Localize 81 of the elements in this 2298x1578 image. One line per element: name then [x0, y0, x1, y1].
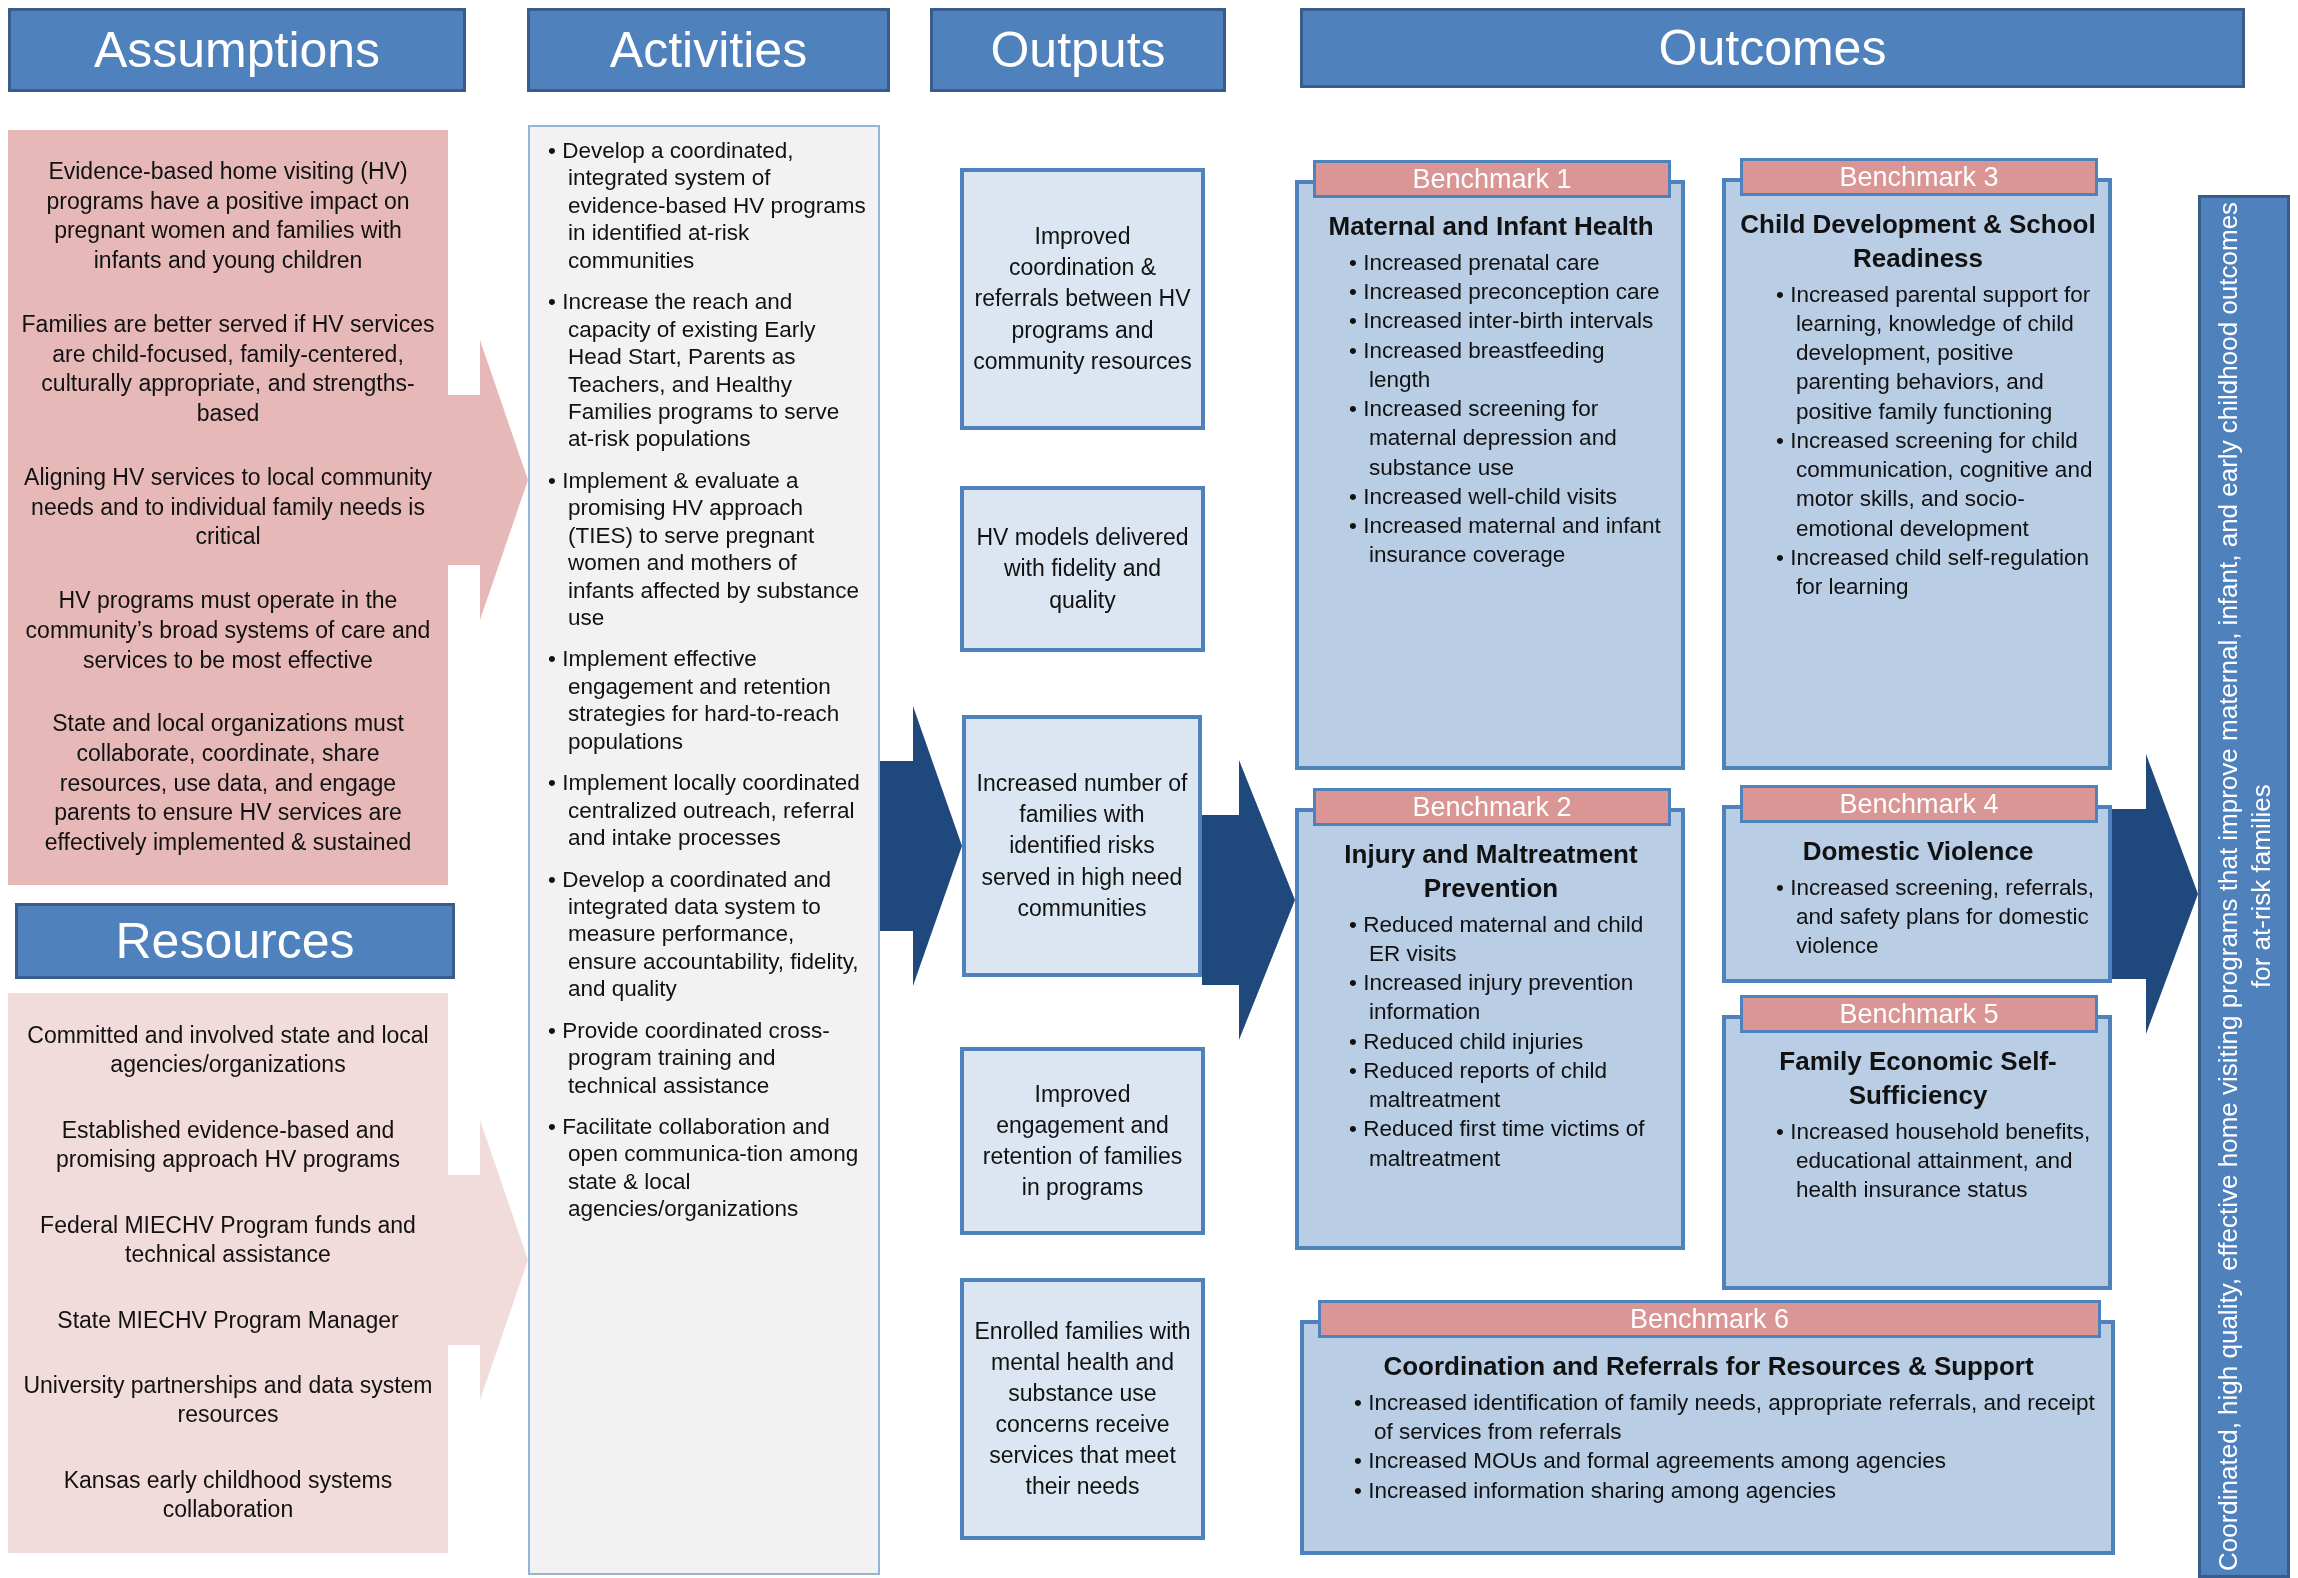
activities-panel	[528, 125, 880, 1575]
card-title: Domestic Violence	[1801, 835, 2035, 868]
block-arrow	[448, 1120, 528, 1400]
bullet-item: • Increased identification of family needs, appropriate referrals, and receipt of services from referrals	[1353, 1388, 2096, 1447]
output-text: HV models delivered with fidelity and quality	[975, 523, 1190, 615]
card-title: Coordination and Referrals for Resources & Support	[1382, 1350, 2035, 1383]
bullet-item: • Increased screening, referrals, and safety plans for domestic violence	[1775, 873, 2096, 961]
text-panel	[8, 130, 448, 885]
output-box	[960, 486, 1205, 652]
output-text: Increased number of families with identified risks served in high need communities	[975, 769, 1189, 923]
bullet-item: • Reduced child injuries	[1348, 1027, 1585, 1056]
bullet-item: • Implement effective engagement and retention strategies for hard-to-reach populations	[547, 645, 841, 756]
benchmark-tab: Benchmark 5	[1740, 995, 2098, 1033]
bullet-item: • Increased prenatal care	[1348, 248, 1601, 277]
bullet-item: • Increased information sharing among agencies	[1353, 1476, 1837, 1505]
goal-text: Coordinated, high quality, effective home visiting programs that improve maternal, infant, and early childhood outcomes for at-risk families	[2211, 200, 2276, 1574]
header-text: Resources	[115, 912, 355, 970]
paragraph: State MIECHV Program Manager	[56, 1305, 400, 1335]
output-text: Enrolled families with mental health and substance use concerns receive services that meet their needs	[973, 1316, 1192, 1502]
output-box	[960, 168, 1205, 430]
text-panel	[8, 993, 448, 1553]
output-text: Improved engagement and retention of families in programs	[981, 1079, 1184, 1203]
benchmark-tab: Benchmark 3	[1740, 158, 2098, 196]
header-text: Assumptions	[93, 21, 381, 79]
bullet-item: • Increased well-child visits	[1348, 482, 1618, 511]
bullet-item: • Increased inter-birth intervals	[1348, 307, 1655, 336]
output-box	[962, 715, 1202, 977]
paragraph: University partnerships and data system resources	[22, 1370, 434, 1430]
bullet-item: • Provide coordinated cross-program training and technical assistance	[547, 1016, 831, 1099]
header-text: Outcomes	[1658, 19, 1887, 77]
benchmark-tab: Benchmark 1	[1313, 160, 1671, 198]
bullet-item: • Increased injury prevention information	[1348, 969, 1635, 1027]
output-box	[960, 1047, 1205, 1235]
card-title: Child Development & School Readiness	[1739, 208, 2097, 275]
output-box	[960, 1278, 1205, 1540]
bullet-item: • Increased household benefits, educational attainment, and health insurance status	[1775, 1117, 2092, 1205]
column-header	[1300, 8, 2245, 88]
header-text: Activities	[609, 21, 808, 79]
paragraph: Federal MIECHV Program funds and technical assistance	[39, 1210, 417, 1270]
block-arrow	[448, 340, 528, 620]
benchmark-tab: Benchmark 4	[1740, 785, 2098, 823]
block-arrow	[880, 706, 962, 986]
bullet-item: • Increased screening for child communication, cognitive and motor skills, and socio-emotional development	[1775, 426, 2094, 543]
block-arrow	[2112, 754, 2198, 1034]
bullet-item: • Implement & evaluate a promising HV approach (TIES) to serve pregnant women and mothers of infants affected by substance use	[547, 466, 861, 632]
header-text: Outputs	[990, 21, 1166, 79]
benchmark-tab: Benchmark 6	[1318, 1300, 2101, 1338]
bullet-item: • Increase the reach and capacity of existing Early Head Start, Parents as Teachers, and Healthy Families programs to serve at-risk populations	[547, 288, 841, 453]
column-header	[8, 8, 466, 92]
bullet-item: • Develop a coordinated and integrated data system to measure performance, ensure accountability, fidelity, and quality	[547, 865, 860, 1003]
paragraph: Kansas early childhood systems collaboration	[62, 1465, 394, 1525]
paragraph: Committed and involved state and local agencies/organizations	[26, 1020, 430, 1080]
goal-banner	[2198, 195, 2290, 1578]
bullet-item: • Increased MOUs and formal agreements among agencies	[1353, 1447, 1947, 1476]
bullet-item: • Increased screening for maternal depression and substance use	[1348, 395, 1618, 482]
bullet-item: • Increased maternal and infant insurance coverage	[1348, 512, 1662, 570]
bullet-item: • Reduced maternal and child ER visits	[1348, 910, 1645, 968]
paragraph: HV programs must operate in the community’s broad systems of care and services to be most effective	[24, 585, 432, 675]
paragraph: Families are better served if HV services are child-focused, family-centered, culturally appropriate, and strengths-based	[20, 309, 436, 429]
card-title: Injury and Maltreatment Prevention	[1343, 838, 1639, 905]
paragraph: Evidence-based home visiting (HV) programs have a positive impact on pregnant women and families with infants and young children	[45, 156, 411, 276]
paragraph: State and local organizations must collaborate, coordinate, share resources, use data, and engage parents to ensure HV services are effectively implemented & sustained	[43, 708, 413, 858]
output-text: Improved coordination & referrals between HV programs and community resources	[972, 222, 1193, 376]
card-title: Maternal and Infant Health	[1327, 210, 1655, 243]
bullet-item: • Increased breastfeeding length	[1348, 336, 1606, 394]
paragraph: Established evidence-based and promising approach HV programs	[55, 1115, 401, 1175]
benchmark-tab: Benchmark 2	[1313, 788, 1671, 826]
block-arrow	[1202, 760, 1295, 1040]
bullet-item: • Increased preconception care	[1348, 278, 1661, 307]
paragraph: Aligning HV services to local community needs and to individual family needs is critical	[23, 462, 433, 552]
column-header	[527, 8, 890, 92]
column-header	[15, 903, 455, 979]
bullet-item: • Implement locally coordinated centralized outreach, referral and intake processes	[547, 769, 861, 852]
bullet-item: • Increased parental support for learning, knowledge of child development, positive parenting behaviors, and positive family functioning	[1775, 280, 2092, 426]
bullet-item: • Reduced reports of child maltreatment	[1348, 1056, 1608, 1115]
bullet-item: • Reduced first time victims of maltreatment	[1348, 1115, 1646, 1173]
column-header	[930, 8, 1226, 92]
bullet-item: • Facilitate collaboration and open communica-tion among state & local agencies/organizations	[547, 1113, 860, 1223]
bullet-item: • Increased child self-regulation for learning	[1775, 543, 2091, 602]
bullet-item: • Develop a coordinated, integrated system of evidence-based HV programs in identified at-risk communities	[547, 137, 867, 275]
card-title: Family Economic Self-Sufficiency	[1778, 1045, 2058, 1112]
